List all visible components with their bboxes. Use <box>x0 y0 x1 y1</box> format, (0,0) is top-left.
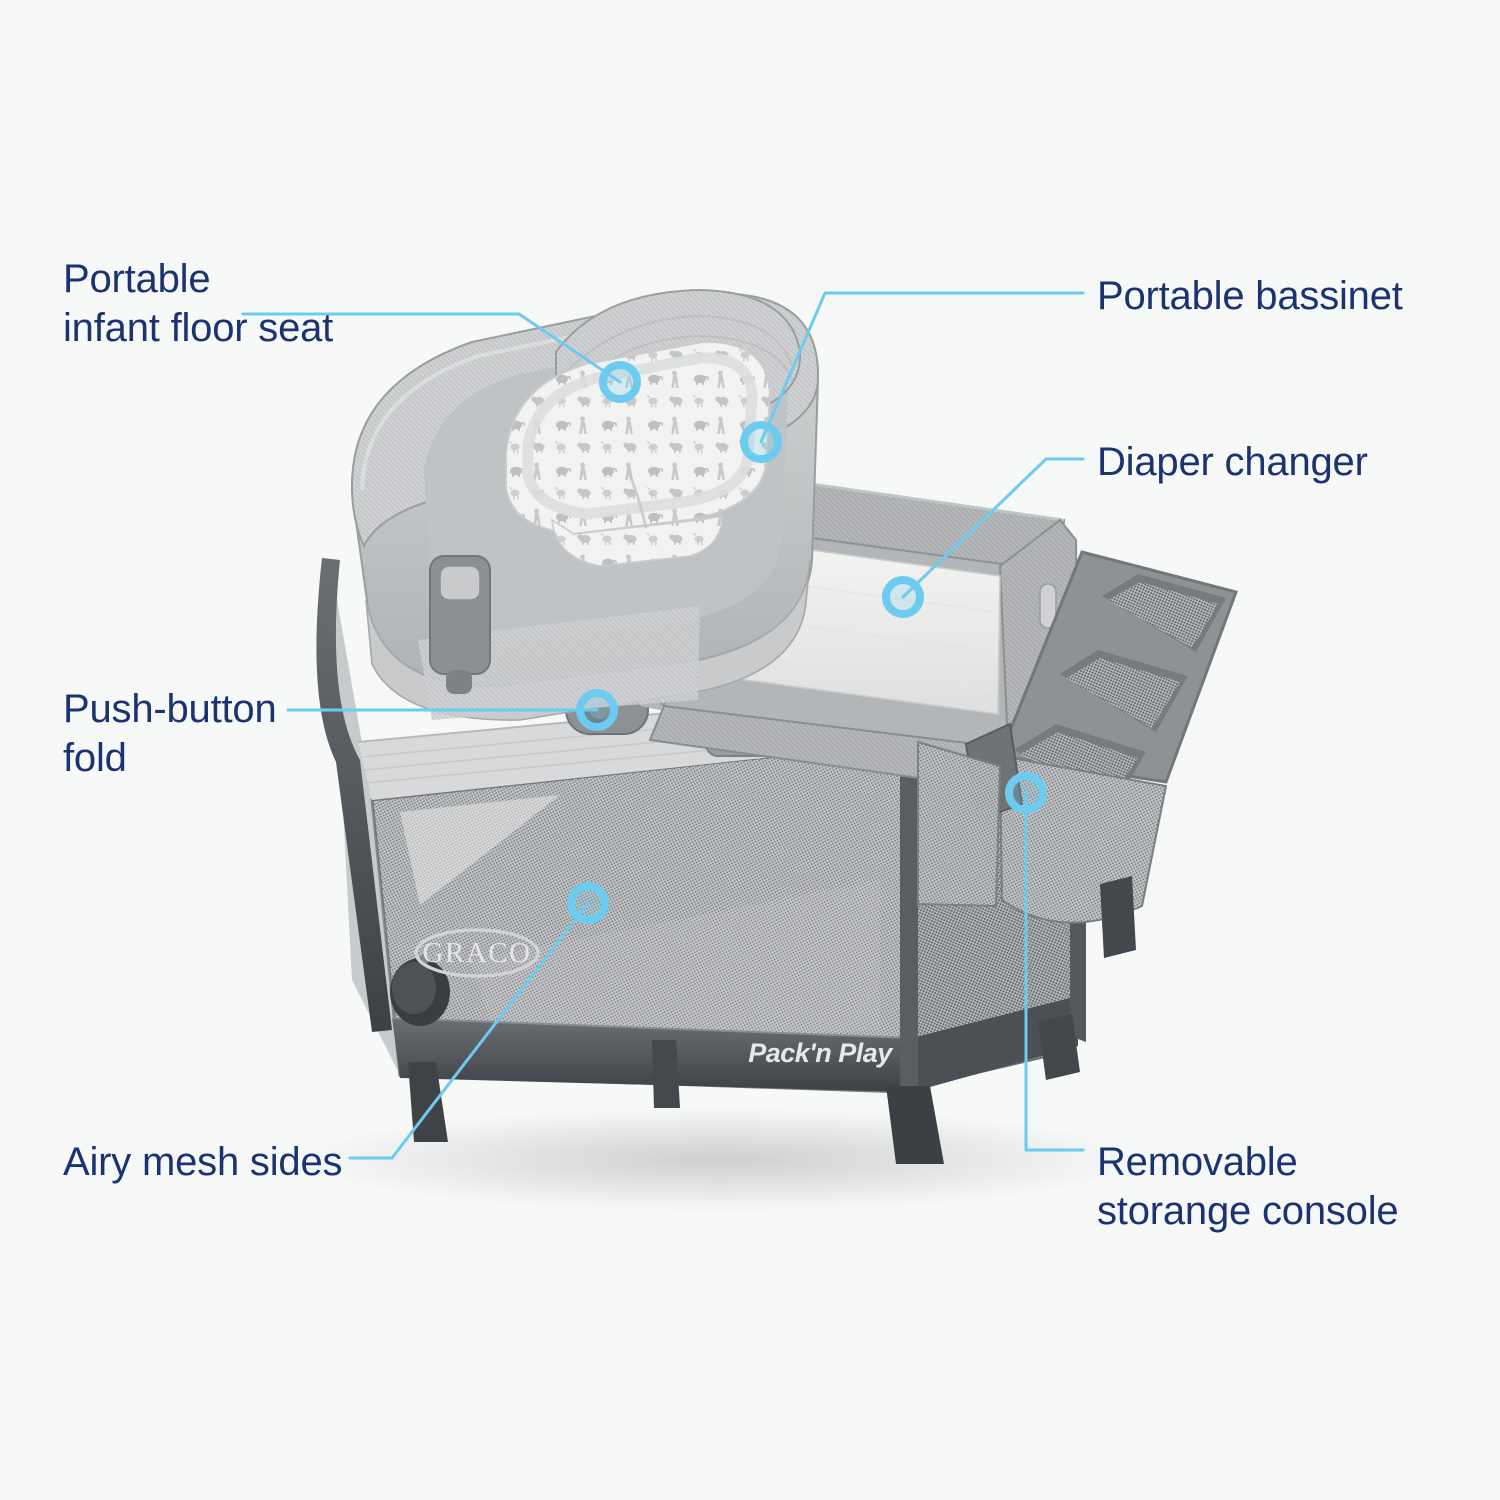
center-latch: GRACO <box>705 703 825 757</box>
portable-bassinet <box>350 288 820 721</box>
diaper-changer <box>630 468 1080 790</box>
callout-marker-portable-infant-floor-seat[interactable] <box>599 361 641 403</box>
removable-storage-console <box>964 550 1238 958</box>
callout-marker-airy-mesh-sides[interactable] <box>567 882 609 924</box>
callout-label-portable-infant-floor-seat: Portable infant floor seat <box>63 257 334 350</box>
callout-label-push-button-fold: Push-button fold <box>63 687 277 780</box>
callout-label-removable-storage-console: Removable storange console <box>1097 1140 1399 1233</box>
callout-marker-removable-storage-console[interactable] <box>1005 772 1047 814</box>
graco-logo-text: GRACO <box>422 937 531 969</box>
pack-n-play-logo: Pack'n Play <box>748 1038 894 1068</box>
callout-leader-line-diaper-changer <box>901 457 1085 599</box>
callout-leader-line-airy-mesh-sides <box>348 901 590 1160</box>
bassinet-attach-hook <box>429 555 491 694</box>
callout-leader-line-portable-bassinet <box>759 291 1085 444</box>
callout-marker-diaper-changer[interactable] <box>882 576 924 618</box>
callout-label-airy-mesh-sides: Airy mesh sides <box>63 1140 343 1184</box>
svg-text:GRACO: GRACO <box>740 721 793 737</box>
portable-infant-floor-seat <box>505 340 772 567</box>
pack-n-play-logo-text: Pack'n Play <box>748 1038 894 1068</box>
callout-leader-line-removable-storage-console <box>1024 791 1085 1152</box>
push-button-fold-hub <box>565 681 649 735</box>
callout-marker-push-button-fold[interactable] <box>576 689 618 731</box>
callout-marker-portable-bassinet[interactable] <box>740 421 782 463</box>
graco-logo: GRACO <box>414 928 540 978</box>
callout-label-diaper-changer: Diaper changer <box>1097 440 1368 484</box>
callout-label-portable-bassinet: Portable bassinet <box>1097 274 1403 318</box>
